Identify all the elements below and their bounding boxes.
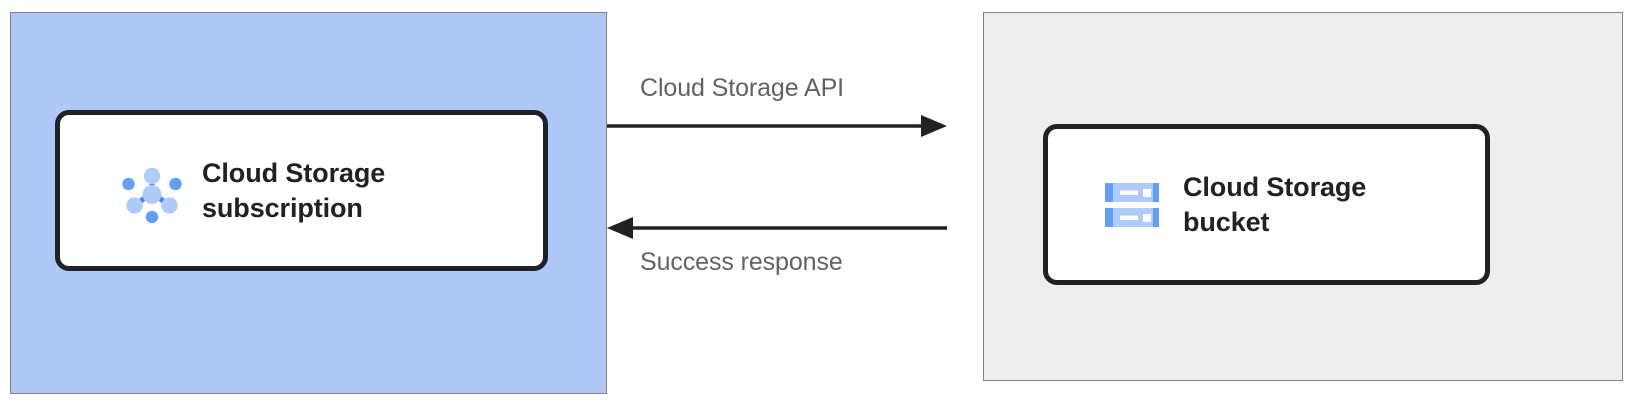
- flow-arrow-request: [607, 115, 947, 137]
- flow-label-success-response: Success response: [640, 248, 843, 276]
- cloud-storage-bucket-icon: [1103, 176, 1161, 234]
- node-cloud-storage-subscription[interactable]: Cloud Storage subscription: [55, 110, 548, 271]
- flow-label-cloud-storage-api: Cloud Storage API: [640, 74, 844, 102]
- flow-arrow-response: [607, 217, 947, 239]
- node-label-cloud-storage-bucket: Cloud Storage bucket: [1183, 172, 1367, 237]
- node-cloud-storage-bucket[interactable]: Cloud Storage bucket: [1043, 124, 1490, 285]
- pubsub-subscription-icon: [120, 159, 184, 223]
- node-label-cloud-storage-subscription: Cloud Storage subscription: [202, 158, 386, 223]
